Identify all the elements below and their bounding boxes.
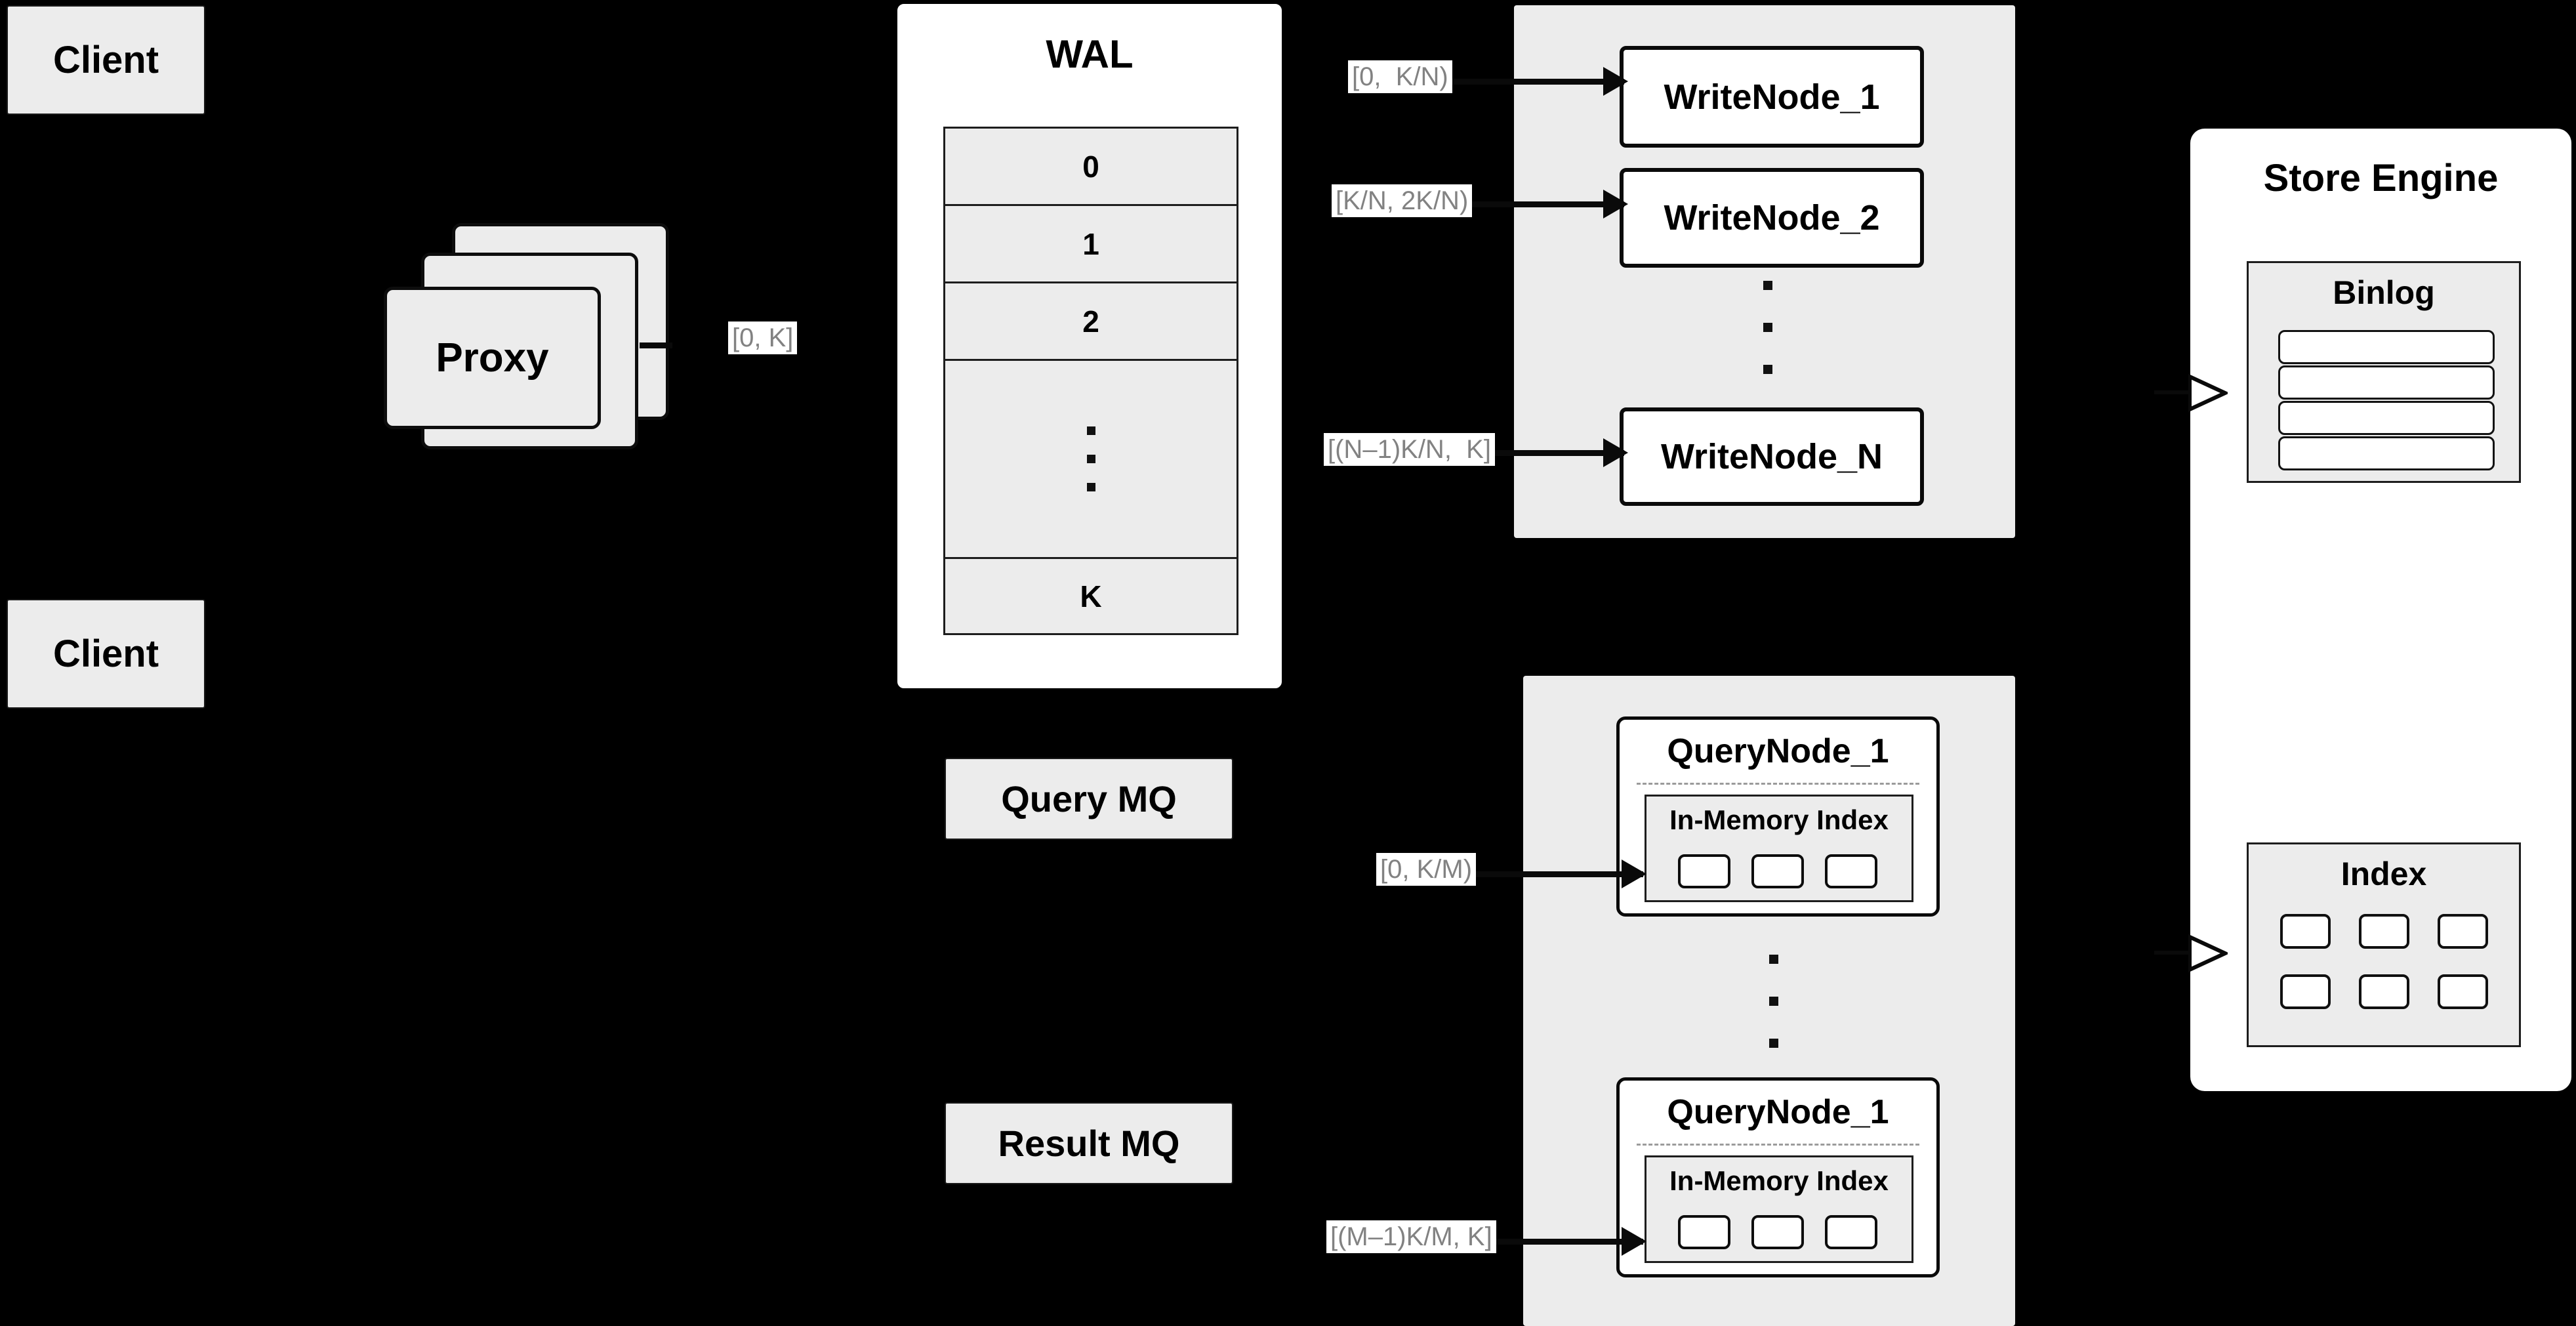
arrowhead-binlog-icon (2188, 374, 2228, 412)
arrowhead-writenode-2 (1603, 190, 1628, 218)
write-node-2[interactable]: WriteNode_2 (1620, 168, 1924, 268)
store-engine-panel: Store Engine Binlog Index (2190, 129, 2571, 1091)
binlog-entry (2278, 365, 2495, 400)
query-node-label: QueryNode_1 (1667, 732, 1889, 770)
in-memory-index-label: In-Memory Index (1669, 1165, 1889, 1196)
edge-wal-to-writenode-2 (1395, 201, 1624, 207)
in-memory-index-label: In-Memory Index (1669, 804, 1889, 835)
proxy-card-front[interactable]: Proxy (384, 287, 601, 429)
wal-row: 1 (945, 206, 1237, 283)
arrowhead-querynode-m (1622, 1227, 1646, 1256)
index-panel: Index (2247, 842, 2521, 1047)
query-node-m[interactable]: QueryNode_1 In-Memory Index (1616, 1077, 1940, 1277)
ellipsis-dot (1769, 1039, 1778, 1048)
edge-label-querynode-m: [(M–1)K/M, K] (1326, 1220, 1496, 1253)
client-label: Client (52, 38, 159, 81)
query-node-label: QueryNode_1 (1667, 1093, 1889, 1131)
wal-row-ellipsis (945, 361, 1237, 559)
wal-row: 2 (945, 283, 1237, 361)
binlog-entry (2278, 436, 2495, 470)
index-title: Index (2341, 856, 2427, 892)
binlog-entry (2278, 401, 2495, 435)
write-node-cluster: WriteNode_1 WriteNode_2 WriteNode_N (1514, 5, 2015, 538)
write-node-label: WriteNode_2 (1664, 198, 1880, 238)
query-cluster-ellipsis (1769, 955, 1778, 1048)
ellipsis-dot (1086, 483, 1095, 491)
wal-title: WAL (1046, 32, 1134, 76)
ellipsis-dot (1769, 997, 1778, 1006)
index-cell (2359, 974, 2409, 1009)
edge-to-binlog (2154, 390, 2191, 394)
write-node-label: WriteNode_1 (1664, 77, 1880, 117)
ellipsis-dot (1763, 365, 1772, 374)
index-cell (2280, 974, 2331, 1009)
index-cell (2438, 974, 2488, 1009)
index-cell (1825, 854, 1877, 888)
query-node-divider (1637, 783, 1919, 785)
edge-wal-to-writenode-1 (1395, 79, 1624, 85)
client-label: Client (52, 632, 159, 675)
edge-mq-to-querynode-m (1417, 1239, 1643, 1245)
index-cell (2438, 914, 2488, 949)
wal-table: 0 1 2 K (943, 127, 1238, 635)
edge-mq-to-querynode-1 (1417, 871, 1643, 877)
store-engine-title: Store Engine (2263, 157, 2499, 199)
proxy-label: Proxy (436, 335, 549, 381)
ellipsis-dot (1086, 426, 1095, 435)
query-mq-label: Query MQ (1001, 777, 1177, 819)
index-cell (1678, 1215, 1730, 1249)
write-node-1[interactable]: WriteNode_1 (1620, 46, 1924, 148)
result-mq-box[interactable]: Result MQ (945, 1102, 1233, 1184)
edge-label-writenode-n: [(N–1)K/N, K] (1324, 433, 1495, 466)
write-node-n[interactable]: WriteNode_N (1620, 407, 1924, 506)
arrowhead-writenode-1 (1603, 67, 1628, 96)
edge-wal-to-writenode-n (1395, 450, 1624, 456)
wal-panel: WAL 0 1 2 K (897, 4, 1282, 688)
arrowhead-index-icon (2188, 934, 2228, 972)
edge-label-querynode-1: [0, K/M) (1376, 853, 1477, 886)
result-mq-label: Result MQ (998, 1122, 1180, 1164)
edge-label-writenode-1: [0, K/N) (1348, 60, 1452, 93)
query-node-cluster: QueryNode_1 In-Memory Index QueryNode_1 … (1523, 676, 2015, 1326)
index-cell (1751, 854, 1804, 888)
index-cell (2359, 914, 2409, 949)
edge-label-proxy-to-wal: [0, K] (728, 321, 798, 354)
index-cell (1825, 1215, 1877, 1249)
index-cell (1678, 854, 1730, 888)
arrowhead-querynode-1 (1622, 860, 1646, 888)
binlog-panel: Binlog (2247, 261, 2521, 483)
in-memory-index-panel: In-Memory Index (1645, 795, 1913, 902)
in-memory-index-panel: In-Memory Index (1645, 1155, 1913, 1263)
query-mq-box[interactable]: Query MQ (945, 758, 1233, 840)
ellipsis-dot (1763, 281, 1772, 290)
edge-label-writenode-2: [K/N, 2K/N) (1332, 184, 1473, 217)
wal-row-last: K (945, 559, 1237, 633)
binlog-title: Binlog (2333, 274, 2435, 311)
client-box-2[interactable]: Client (7, 599, 205, 709)
ellipsis-dot (1769, 955, 1778, 964)
client-box-1[interactable]: Client (7, 5, 205, 115)
index-cell (1751, 1215, 1804, 1249)
write-node-label: WriteNode_N (1660, 437, 1883, 476)
arrowhead-writenode-n (1603, 438, 1628, 467)
wal-row: 0 (945, 129, 1237, 206)
ellipsis-dot (1086, 455, 1095, 463)
query-node-1[interactable]: QueryNode_1 In-Memory Index (1616, 716, 1940, 917)
edge-to-index (2154, 951, 2191, 955)
index-cell (2280, 914, 2331, 949)
binlog-entry (2278, 330, 2495, 364)
proxy-connector-stub (640, 342, 672, 348)
write-cluster-ellipsis (1763, 281, 1772, 374)
ellipsis-dot (1763, 323, 1772, 332)
query-node-divider (1637, 1144, 1919, 1146)
